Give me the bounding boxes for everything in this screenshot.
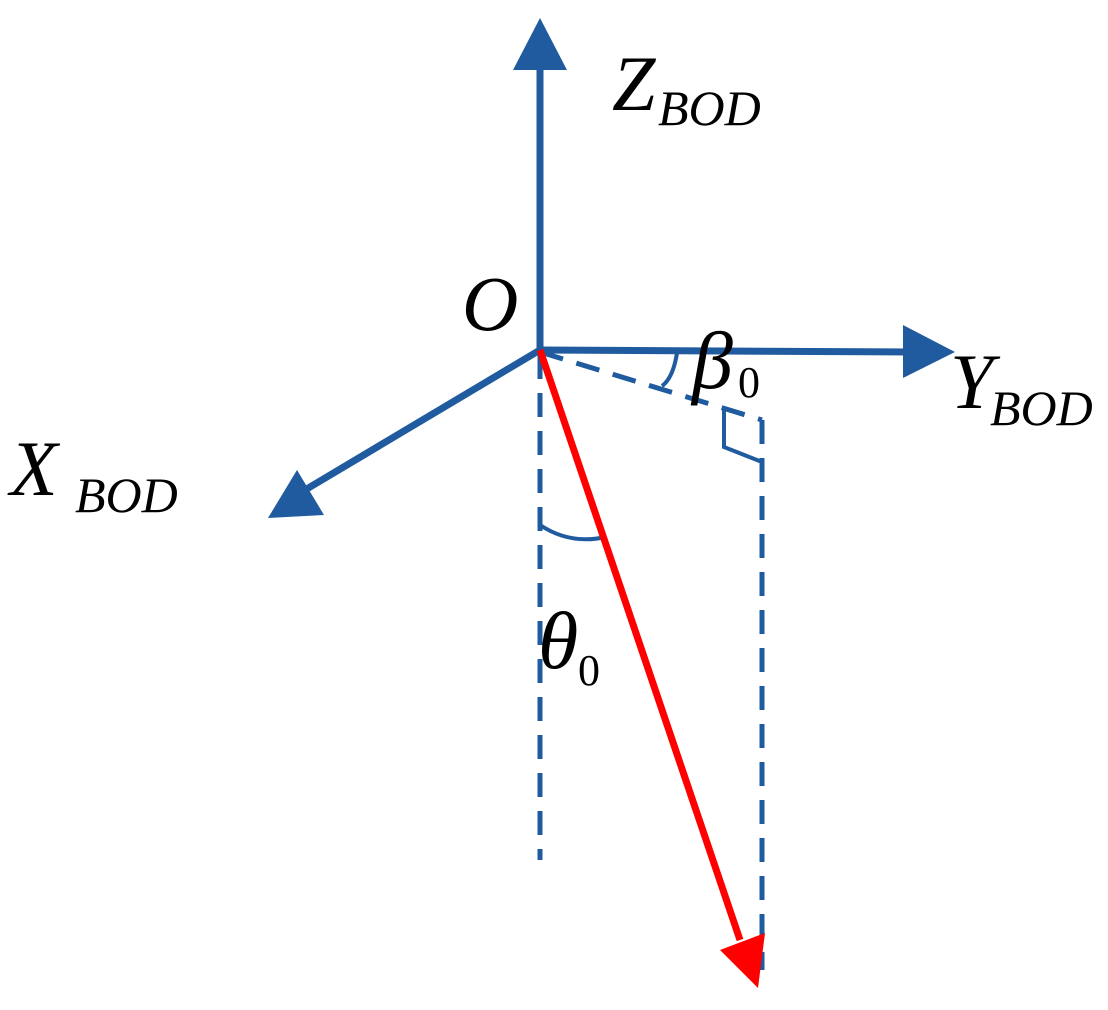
svg-text:BOD: BOD [658,80,761,136]
theta-angle-arc [538,523,607,542]
z-axis-arrowhead [513,18,567,70]
x-axis-arrowhead [268,470,324,518]
svg-text:Z: Z [612,40,657,127]
svg-text:X: X [7,425,61,512]
svg-text:BOD: BOD [75,467,178,523]
x-axis-label: X BOD [7,425,178,523]
svg-text:β: β [690,315,733,406]
red-vector-line [536,348,744,942]
y-axis-arrowhead [903,325,955,378]
x-axis-line [303,346,542,494]
svg-text:BOD: BOD [990,380,1093,436]
origin-label: O [462,260,518,347]
svg-text:Y: Y [950,338,1001,425]
red-vector [536,348,765,988]
y-axis-label: Y BOD [950,338,1093,436]
svg-text:0: 0 [578,646,600,695]
z-axis-label: Z BOD [612,40,761,136]
theta-label: θ 0 [538,595,600,695]
x-axis [268,346,542,518]
y-axis [539,325,955,378]
svg-text:0: 0 [738,358,760,407]
y-axis-line [539,346,911,356]
right-angle-marker [722,408,763,464]
red-vector-arrowhead [720,933,765,988]
svg-text:θ: θ [538,595,578,686]
beta-angle-arc [660,352,679,388]
beta-label: β 0 [690,315,760,407]
z-axis [513,18,567,350]
